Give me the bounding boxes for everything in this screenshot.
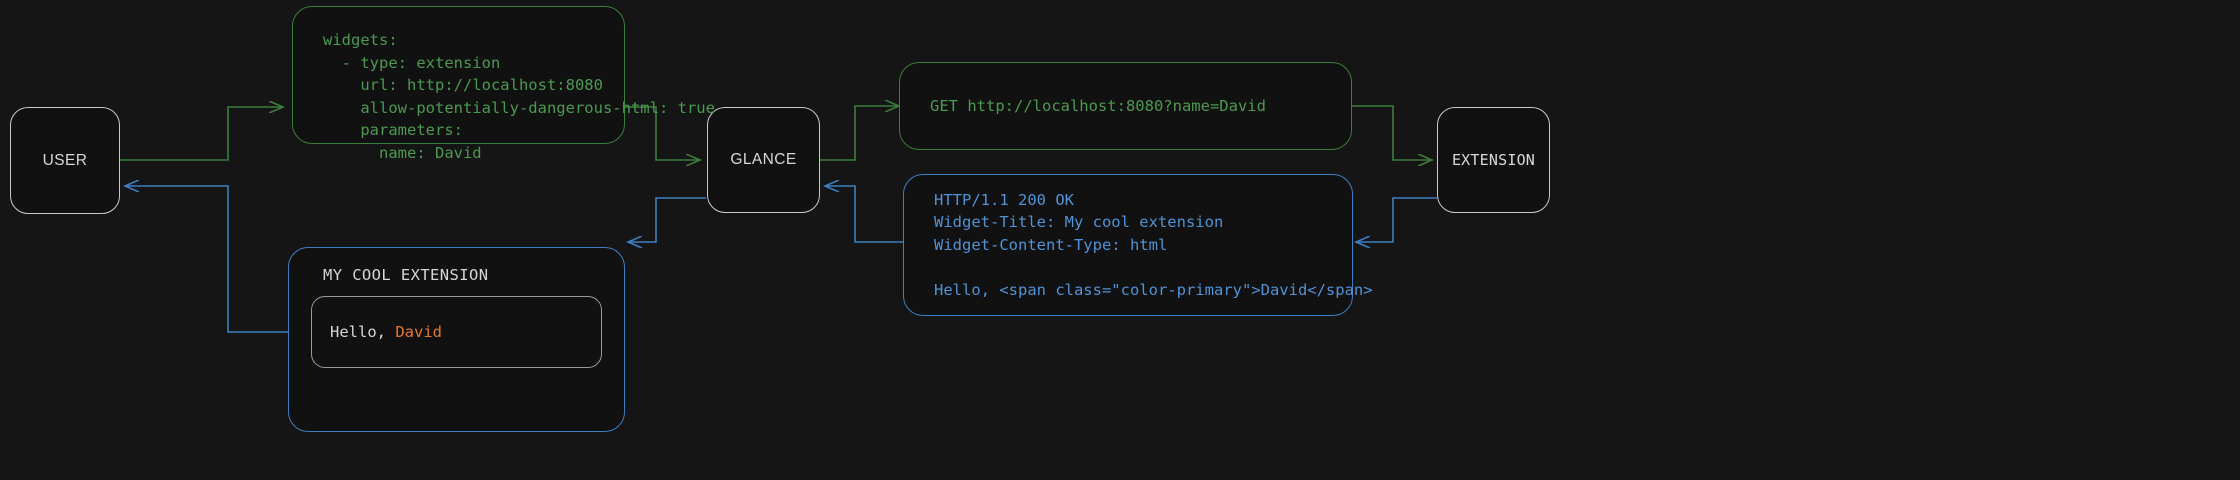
actor-extension[interactable]: EXTENSION [1437,107,1550,213]
bubble-http-get-request[interactable]: GET http://localhost:8080?name=David [899,62,1352,150]
connector-config-to-glance [625,106,700,160]
glance-config-yaml-code: widgets: - type: extension url: http://l… [323,31,715,162]
bubble-http-response[interactable]: HTTP/1.1 200 OK Widget-Title: My cool ex… [903,174,1373,316]
widget-greeting-prefix: Hello, [330,323,396,341]
connector-glance-to-request [820,106,899,161]
widget-preview-title: MY COOL EXTENSION [323,266,489,284]
widget-preview-body: Hello, David [311,296,602,368]
connector-request-to-extension [1352,105,1432,160]
actor-glance-label: GLANCE [730,151,797,168]
http-response-code: HTTP/1.1 200 OK Widget-Title: My cool ex… [934,190,1373,299]
widget-greeting-name: David [395,323,442,341]
actor-glance[interactable]: GLANCE [707,107,820,213]
actor-extension-label: EXTENSION [1451,151,1536,169]
actor-user-label: USER [42,151,88,169]
bubble-widget-preview[interactable]: MY COOL EXTENSION Hello, David [288,247,625,432]
widget-preview-greeting: Hello, David [330,323,583,341]
connector-extension-to-response [1356,197,1437,242]
connector-response-to-glance [825,186,903,243]
connector-glance-to-widget [628,197,706,242]
widget-preview-card: MY COOL EXTENSION Hello, David [311,266,602,368]
bubble-glance-config-yaml[interactable]: widgets: - type: extension url: http://l… [292,6,715,162]
http-get-request-code: GET http://localhost:8080?name=David [930,96,1266,115]
connector-widget-to-user [125,186,288,333]
actor-user[interactable]: USER [10,107,120,214]
connector-user-to-config [120,107,283,161]
